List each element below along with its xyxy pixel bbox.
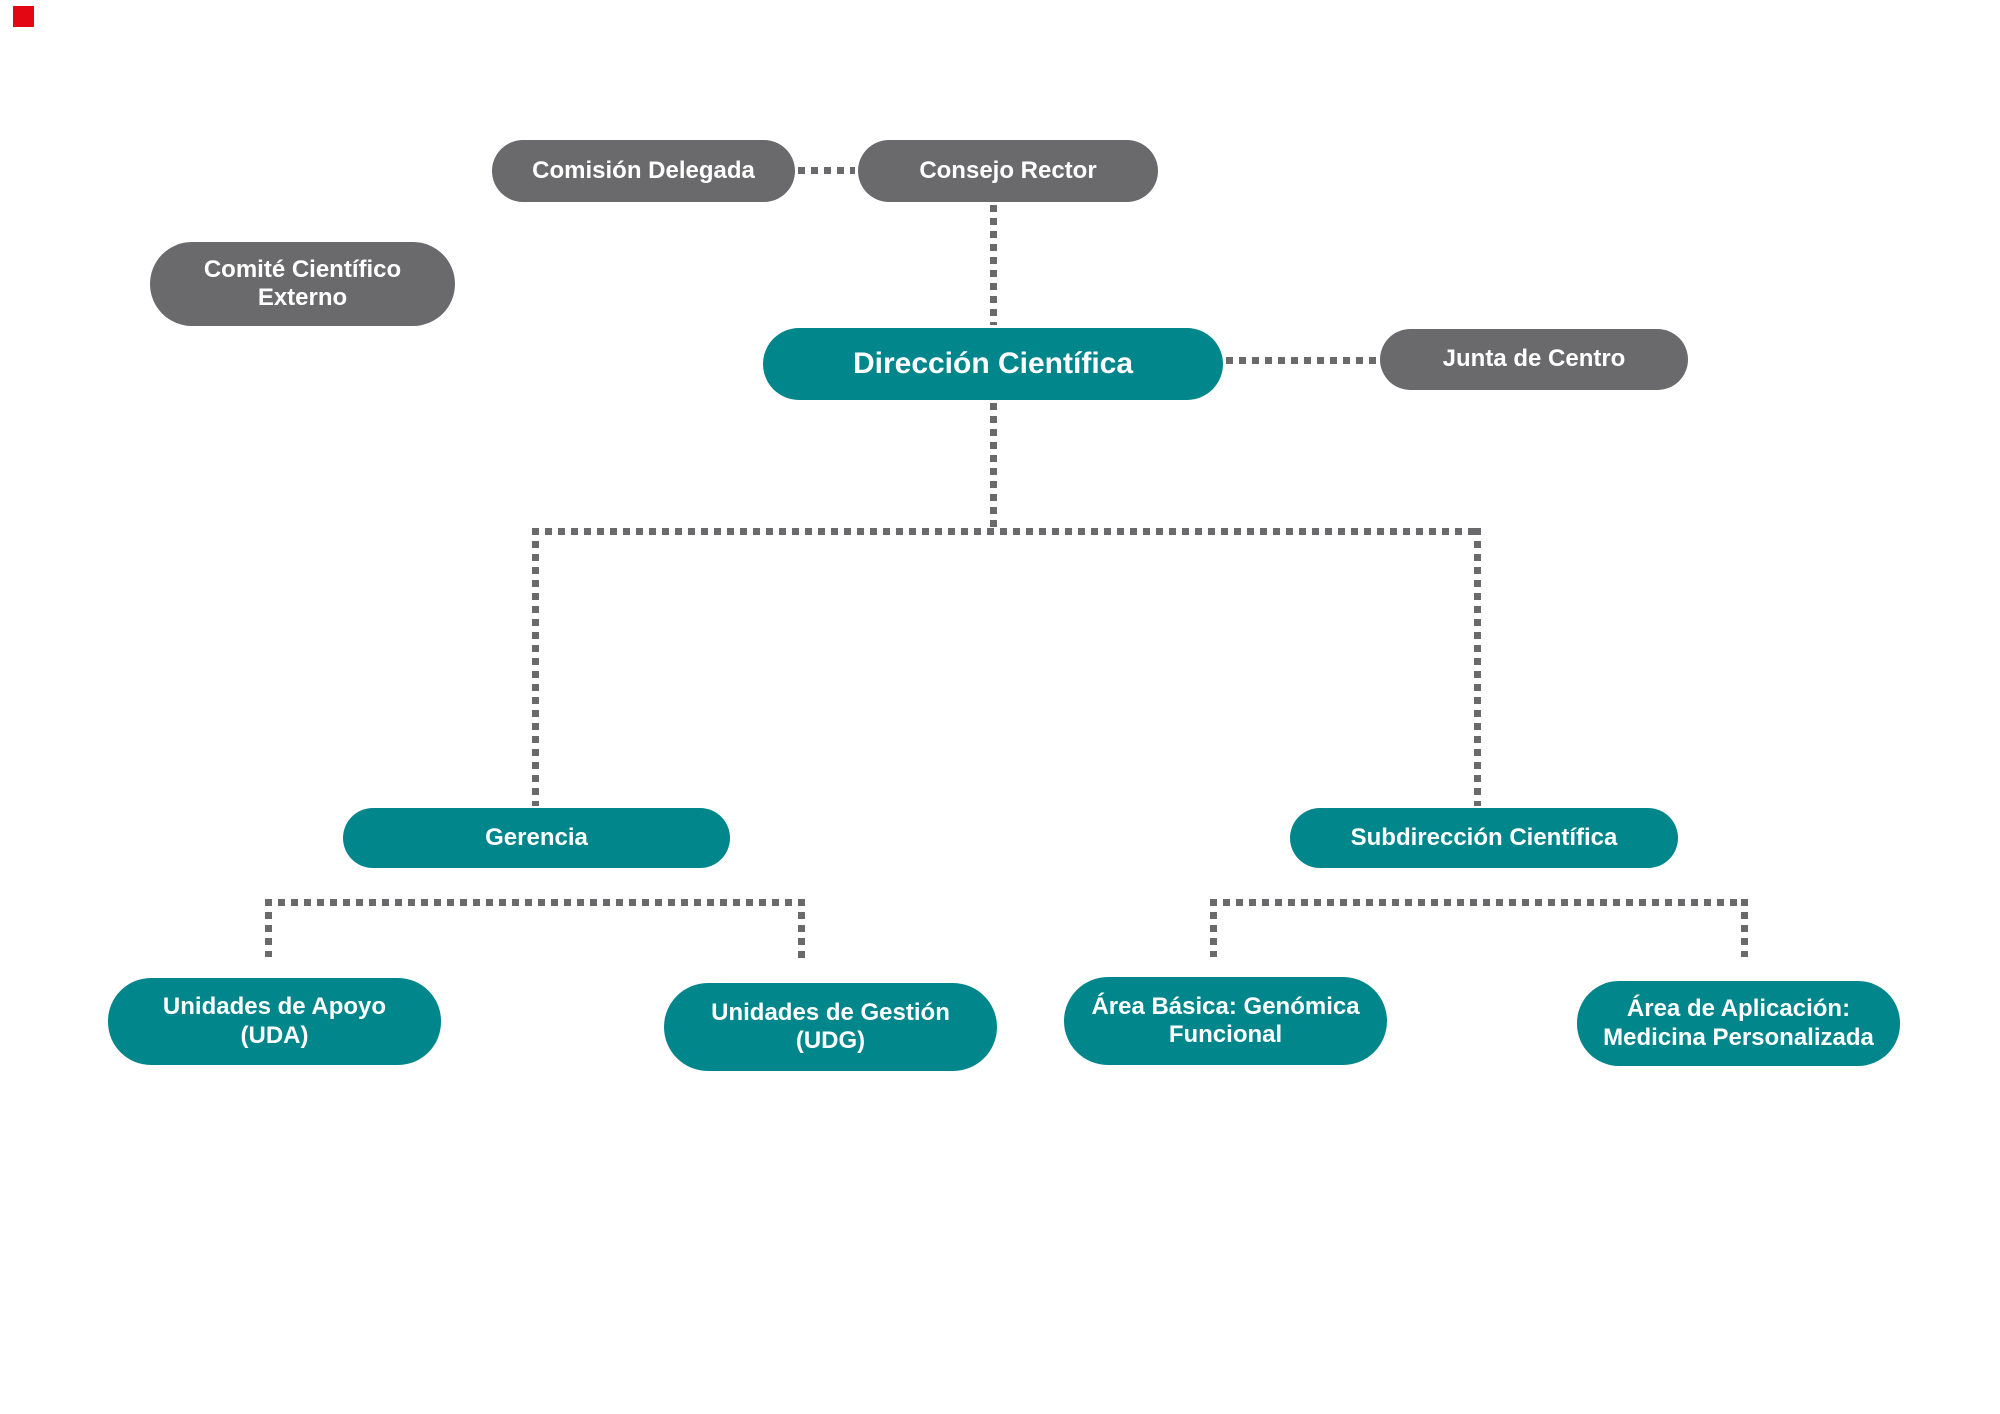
node-area-basica-genomica-funcional: Área Básica: Genómica Funcional [1064,977,1387,1065]
node-area-de-aplicacion-medicina-personalizada: Área de Aplicación: Medicina Personaliza… [1577,981,1900,1066]
node-comite-cientifico-externo: Comité Científico Externo [150,242,455,326]
connector-comision-consejo [798,167,855,174]
connector-branch-to-gerencia [532,528,539,806]
node-label-line2: Funcional [1168,1021,1283,1048]
connector-branch-horizontal [532,528,1481,535]
node-label-line1: Unidades de Gestión [711,998,950,1026]
brand-red-square-mark [13,6,34,27]
node-label-line2: Externo [257,284,348,311]
node-label: Comisión Delegada [532,156,755,184]
node-consejo-rector: Consejo Rector [858,140,1158,202]
node-label-line2: (UDA) [240,1021,309,1049]
node-direccion-cientifica: Dirección Científica [763,328,1223,400]
node-subdireccion-cientifica: Subdirección Científica [1290,808,1678,868]
node-label: Consejo Rector [919,156,1097,184]
connector-stub-area-basica [1210,899,1217,957]
connector-stub-uda [265,899,272,957]
node-comision-delegada: Comisión Delegada [492,140,795,202]
node-label-line1: Comité Científico [203,255,402,283]
connector-branch-to-subdireccion [1474,528,1481,806]
connector-direccion-junta [1226,357,1377,364]
node-label: Junta de Centro [1442,345,1626,373]
node-label: Dirección Científica [852,347,1134,381]
node-label-line1: Área Básica: Genómica [1091,992,1360,1020]
node-label-line2: (UDG) [795,1027,866,1054]
node-gerencia: Gerencia [343,808,730,868]
connector-stub-area-aplicacion [1741,899,1748,957]
connector-consejo-direccion [990,205,997,325]
connector-stub-udg [798,899,805,959]
node-unidades-de-gestion: Unidades de Gestión (UDG) [664,983,997,1071]
connector-direccion-branch [990,403,997,528]
node-label: Subdirección Científica [1350,823,1618,851]
connector-subdireccion-sub-branch [1210,899,1748,906]
node-label-line2: Medicina Personalizada [1603,1023,1874,1051]
connector-gerencia-sub-branch [265,899,805,906]
node-label-line1: Unidades de Apoyo [162,993,387,1021]
node-label-line1: Área de Aplicación: [1626,995,1851,1023]
node-label: Gerencia [485,823,588,851]
node-junta-de-centro: Junta de Centro [1380,329,1688,390]
node-unidades-de-apoyo: Unidades de Apoyo (UDA) [108,978,441,1065]
